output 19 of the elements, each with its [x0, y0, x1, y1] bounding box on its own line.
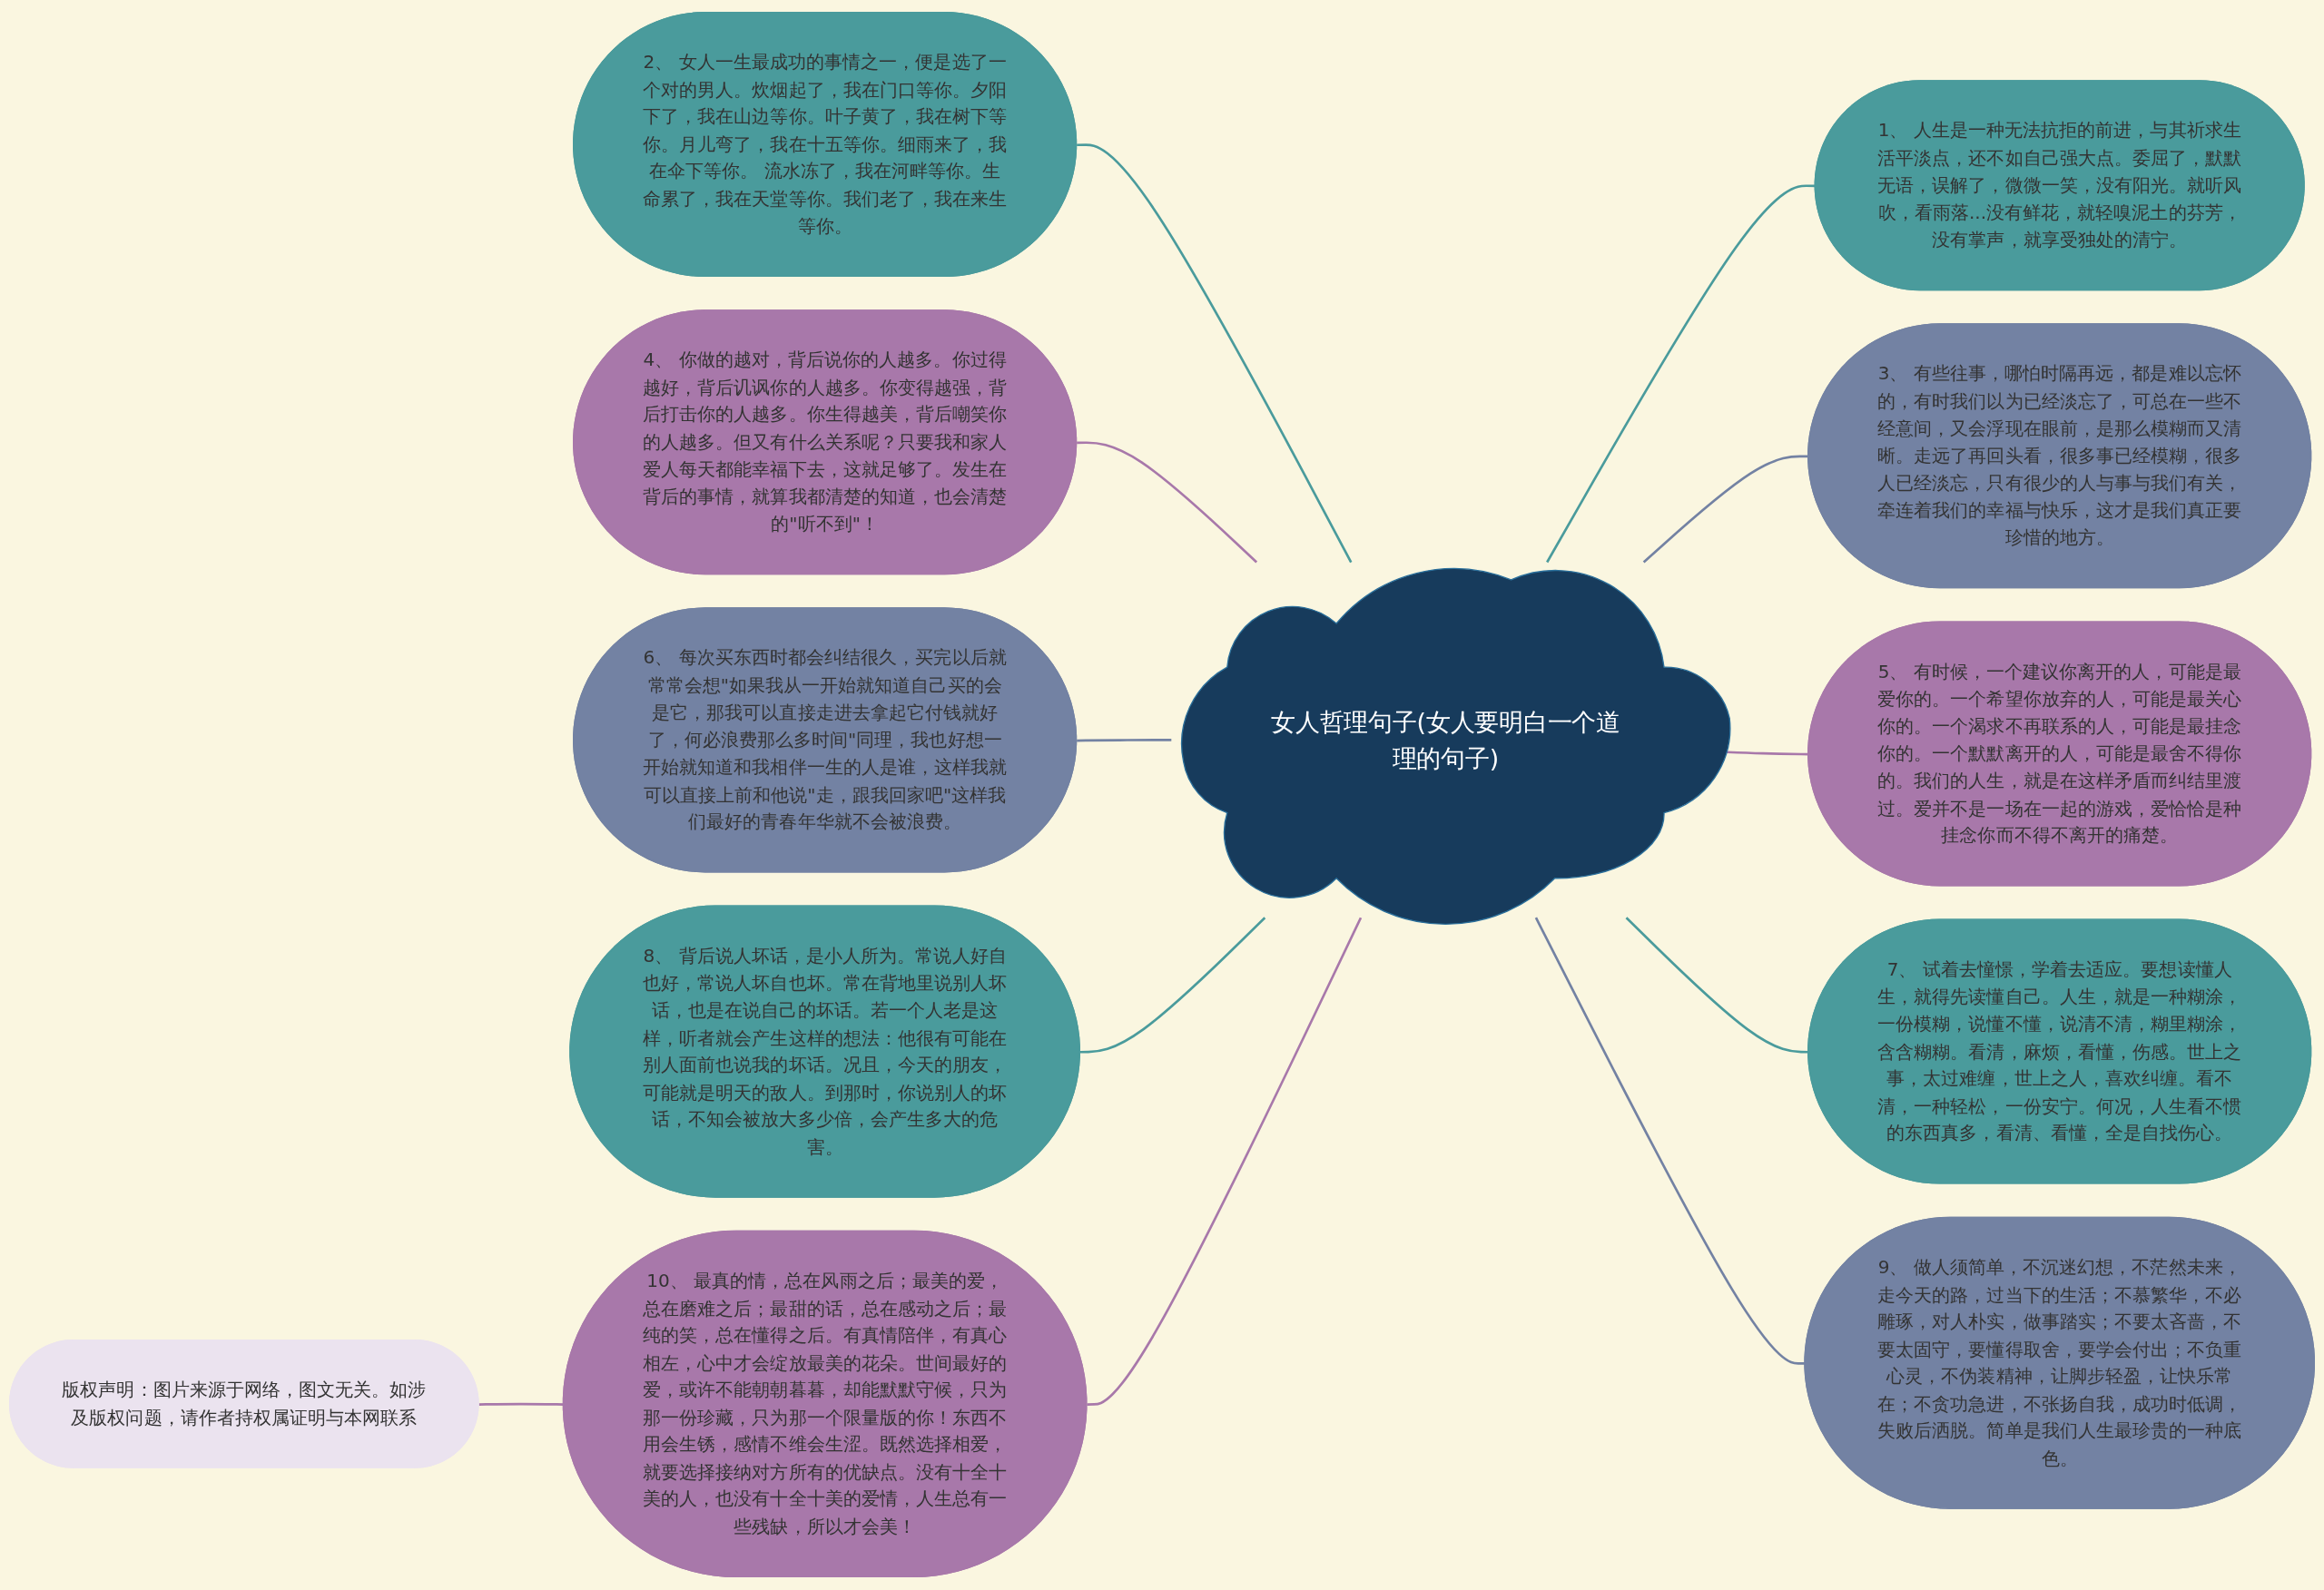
cloud-node: 女人哲理句子(女人要明白一个道理的句子) [1181, 568, 1731, 926]
connector [1534, 918, 1806, 1366]
connector [1077, 739, 1172, 742]
rounded-node: 7、 试着去憧憬，学着去适应。要想读懂人生，就得先读懂自己。人生，就是一种糊涂，一份模糊，说懂不懂，说清不清，糊里糊涂，含含糊糊。看清，麻烦，看懂，伤感。世上之事，太过难缠，世上之人，喜欢纠缠。看不清，一种轻松，一份安宁。何况，人生看不惯的东西真多，看清、看懂，全是自找伤心。 [1807, 919, 2312, 1185]
connector [1077, 441, 1258, 564]
rounded-node: 版权声明：图片来源于网络，图文无关。如涉及版权问题，请作者持权属证明与本网联系 [9, 1340, 479, 1469]
rounded-node: 9、 做人须简单，不沉迷幻想，不茫然未来，走今天的路，过当下的生活；不慕繁华，不必雕琢，对人朴实，做事踏实；不要太吝啬，不要太固守，要懂得取舍，要学会付出；不负重心灵，不伪装精神，让脚步轻盈，让快乐常在；不贪功急进，不张扬自我，成功时低调，失败后洒脱。简单是我们人生最珍贵的一种底色。 [1804, 1217, 2315, 1510]
rounded-node: 8、 背后说人坏话，是小人所为。常说人好自也好，常说人坏自也坏。常在背地里说别人坏话，也是在说自己的坏话。若一个人老是这样，听者就会产生这样的想法：他很有可能在别人面前也说我的坏话。况且，今天的朋友，可能就是明天的敌人。到那时，你说别人的坏话，不知会被放大多少倍，会产生多大的危害。 [569, 905, 1080, 1199]
rounded-node: 3、 有些往事，哪怕时隔再远，都是难以忘怀的，有时我们以为已经淡忘了，可总在一些不经意间，又会浮现在眼前，是那么模糊而又清晰。走远了再回头看，很多事已经模糊，很多人已经淡忘，只有很少的人与事与我们有关，牵连着我们的幸福与快乐，这才是我们真正要珍惜的地方。 [1807, 323, 2312, 589]
connector [1079, 917, 1266, 1055]
rounded-node: 1、 人生是一种无法抗拒的前进，与其祈求生活平淡点，还不如自己强大点。委屈了，默默无语，误解了，微微一笑，没有阳光。就听风吹，看雨落...没有鲜花，就轻嗅泥土的芬芳，没有掌声，就享受独处的清宁。 [1814, 80, 2305, 291]
rounded-node: 6、 每次买东西时都会纠结很久，买完以后就常常会想"如果我从一开始就知道自己买的会是它，那我可以直接走进去拿起它付钱就好了，何必浪费那么多时间"同理，我也好想一开始就知道和我相伴一生的人是谁，这样我就可以直接上前和他说"走，跟我回家吧"这样我们最好的青春年华就不会被浪费。 [573, 607, 1078, 873]
rounded-node: 4、 你做的越对，背后说你的人越多。你过得越好，背后讥讽你的人越多。你变得越强，背后打击你的人越多。你生得越美，背后嘲笑你的人越多。但又有什么关系呢？只要我和家人爱人每天都能幸福下去，这就足够了。发生在背后的事情，就算我都清楚的知道，也会清楚的"听不到"！ [573, 309, 1078, 575]
connector [1087, 918, 1363, 1407]
connector [1077, 143, 1353, 564]
connector [1546, 184, 1816, 564]
rounded-node: 2、 女人一生最成功的事情之一，便是选了一个对的男人。炊烟起了，我在门口等你。夕阳下了，我在山边等你。叶子黄了，我在树下等你。月儿弯了，我在十五等你。细雨来了，我在伞下等你。 流水冻了，我在河畔等你。生命累了，我在天堂等你。我们老了，我在来生等你。 [573, 12, 1078, 278]
rounded-node: 5、 有时候，一个建议你离开的人，可能是最爱你的。一个希望你放弃的人，可能是最关心你的。一个渴求不再联系的人，可能是最挂念你的。一个默默离开的人，可能是最舍不得你的。我们的人生，就是在这样矛盾而纠结里渡过。爱并不是一场在一起的游戏，爱恰恰是种挂念你而不得不离开的痛楚。 [1807, 621, 2312, 887]
rounded-node: 10、 最真的情，总在风雨之后；最美的爱，总在磨难之后；最甜的话，总在感动之后；最纯的笑，总在懂得之后。有真情陪伴，有真心相左，心中才会绽放最美的花朵。世间最好的爱，或许不能朝朝暮暮，却能默默守候，只为那一份珍藏，只为那一个限量版的你！东西不用会生锈，感情不维会生涩。既然选择相爱，就要选择接纳对方所有的优缺点。没有十全十美的人，也没有十全十美的爱情，人生总有一些残缺，所以才会美！ [562, 1231, 1088, 1578]
